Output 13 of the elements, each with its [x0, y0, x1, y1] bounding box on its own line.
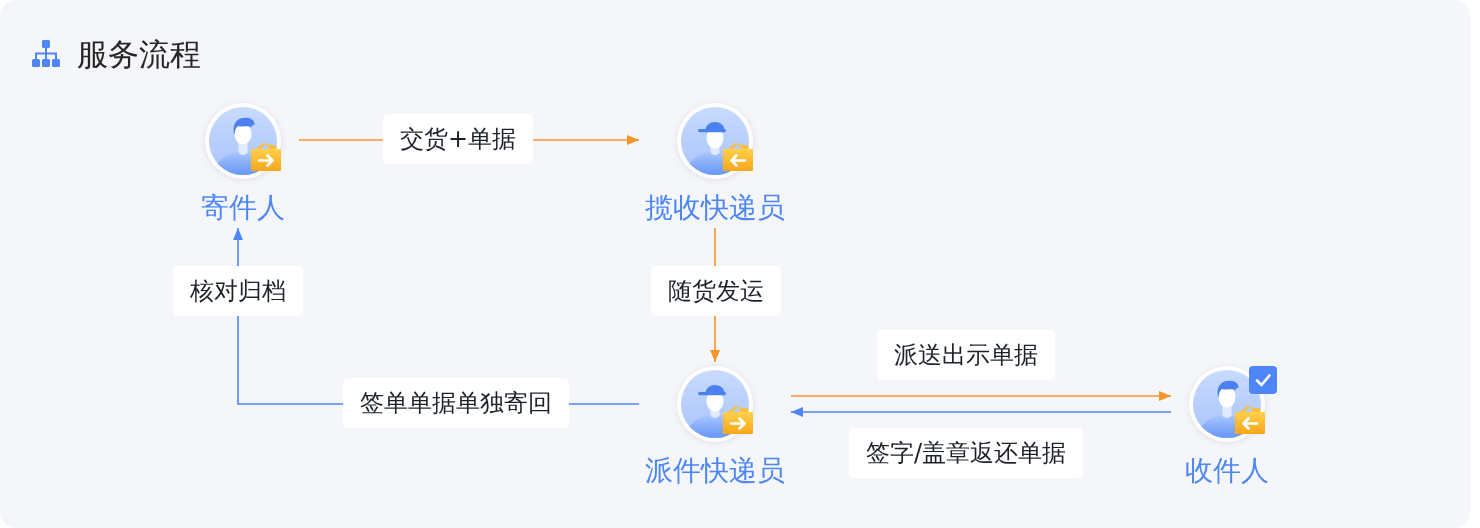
arrow [790, 391, 1172, 401]
edge-label: 随货发运 [651, 266, 781, 316]
title: 服务流程 [77, 38, 201, 70]
edge-label: 签单单据单独寄回 [343, 378, 569, 428]
role-label: 寄件人 [201, 192, 285, 224]
arrow [790, 407, 1172, 417]
edge-label: 交货+单据 [382, 114, 534, 164]
role-label: 揽收快递员 [645, 192, 785, 224]
step-label: 核对归档 [173, 266, 303, 316]
role-label: 收件人 [1185, 455, 1269, 487]
edge-label: 派送出示单据 [877, 330, 1055, 380]
edge-label: 签字/盖章返还单据 [848, 428, 1084, 478]
role-label: 派件快递员 [645, 455, 785, 487]
